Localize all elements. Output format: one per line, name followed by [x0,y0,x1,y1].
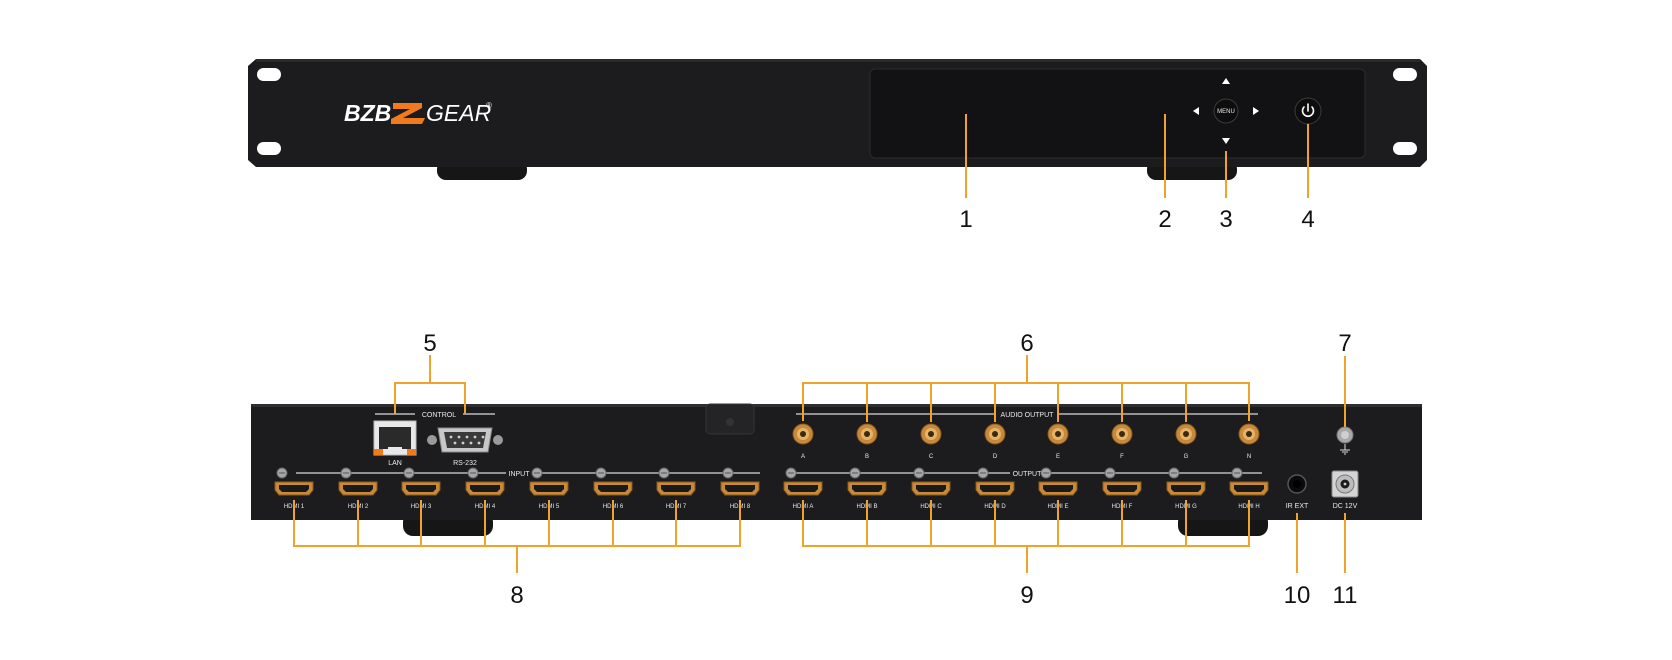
audio-jack[interactable] [1238,423,1260,445]
rs232-label: RS-232 [453,460,477,467]
audio-jack[interactable] [920,423,942,445]
power-icon [1301,103,1315,118]
callout-3: 3 [1219,206,1232,233]
hdmi-port[interactable] [274,481,314,496]
audio-jack-label: C [929,454,934,460]
audio-jack[interactable] [984,423,1006,445]
svg-text:BZB: BZB [344,100,391,126]
screw-icon [340,467,352,479]
callout-5: 5 [423,330,436,357]
audio-jack-label: F [1120,454,1124,460]
screw-icon [658,467,670,479]
audio-jack[interactable] [792,423,814,445]
dc-power-port[interactable] [1331,470,1359,498]
callout-2: 2 [1158,206,1171,233]
hdmi-port[interactable] [1038,481,1078,496]
callout-9: 9 [1020,582,1033,609]
brand-logo: BZB GEAR ® [344,100,492,126]
screw-icon [1040,467,1052,479]
svg-text:GEAR: GEAR [426,100,491,126]
rear-panel: CONTROL LAN RS-232 AUDIO OUTPUT A B C [251,330,1422,609]
audio-output-label: AUDIO OUTPUT [1001,412,1055,419]
screw-icon [276,467,288,479]
ir-ext-label: IR EXT [1286,503,1309,510]
rack-hole [1393,142,1417,155]
hdmi-port[interactable] [1229,481,1269,496]
screw-icon [403,467,415,479]
callout-4: 4 [1301,206,1314,233]
output-label: OUTPUT [1013,471,1043,478]
left-arrow-button[interactable] [1193,107,1199,115]
screw-icon [722,467,734,479]
hdmi-port[interactable] [593,481,633,496]
hdmi-port[interactable] [720,481,760,496]
audio-jack[interactable] [1175,423,1197,445]
ground-icon [1340,444,1350,455]
ground-terminal[interactable] [1336,426,1354,444]
audio-jack-label: B [865,454,869,460]
callout-7: 7 [1338,330,1351,357]
audio-jack-label: G [1184,454,1189,460]
screw-icon [1168,467,1180,479]
rack-hole [257,68,281,81]
audio-jack-label: N [1247,454,1251,460]
down-arrow-button[interactable] [1222,138,1230,144]
right-arrow-button[interactable] [1253,107,1259,115]
screw-icon [1231,467,1243,479]
hdmi-port[interactable] [656,481,696,496]
hdmi-port[interactable] [338,481,378,496]
rack-hole [1393,68,1417,81]
callout-6: 6 [1020,330,1033,357]
callout-1: 1 [959,206,972,233]
hdmi-port[interactable] [975,481,1015,496]
screw-icon [595,467,607,479]
audio-jack-label: D [993,454,998,460]
rear-chassis [251,404,1422,520]
display-window [869,68,1366,159]
audio-jack-label: E [1056,454,1060,460]
front-panel: BZB GEAR ® MENU 1 2 3 4 [248,59,1427,233]
audio-jack[interactable] [1111,423,1133,445]
up-arrow-button[interactable] [1222,78,1230,84]
dc-12v-label: DC 12V [1333,503,1358,510]
rs232-port[interactable] [427,427,503,453]
callout-11: 11 [1333,582,1358,609]
audio-jack-label: A [801,454,805,460]
lan-label: LAN [388,460,402,467]
screw-icon [849,467,861,479]
screw-icon [1104,467,1116,479]
callout-8: 8 [510,582,523,609]
hdmi-port[interactable] [465,481,505,496]
hdmi-port[interactable] [1102,481,1142,496]
hdmi-port[interactable] [401,481,441,496]
menu-button[interactable] [1213,98,1239,124]
audio-jack[interactable] [1047,423,1069,445]
menu-label: MENU [1217,109,1235,115]
lan-port[interactable] [373,420,417,456]
callout-10: 10 [1284,582,1311,609]
hdmi-port[interactable] [847,481,887,496]
hdmi-port[interactable] [783,481,823,496]
screw-icon [977,467,989,479]
svg-text:®: ® [486,101,492,110]
screw-icon [467,467,479,479]
input-label: INPUT [509,471,531,478]
screw-icon [785,467,797,479]
screw-icon [913,467,925,479]
screw-icon [531,467,543,479]
audio-jack[interactable] [856,423,878,445]
control-label: CONTROL [422,412,456,419]
leader-drops [357,383,1187,546]
rack-hole [257,142,281,155]
hdmi-port[interactable] [1166,481,1206,496]
hdmi-port[interactable] [911,481,951,496]
hdmi-port[interactable] [529,481,569,496]
